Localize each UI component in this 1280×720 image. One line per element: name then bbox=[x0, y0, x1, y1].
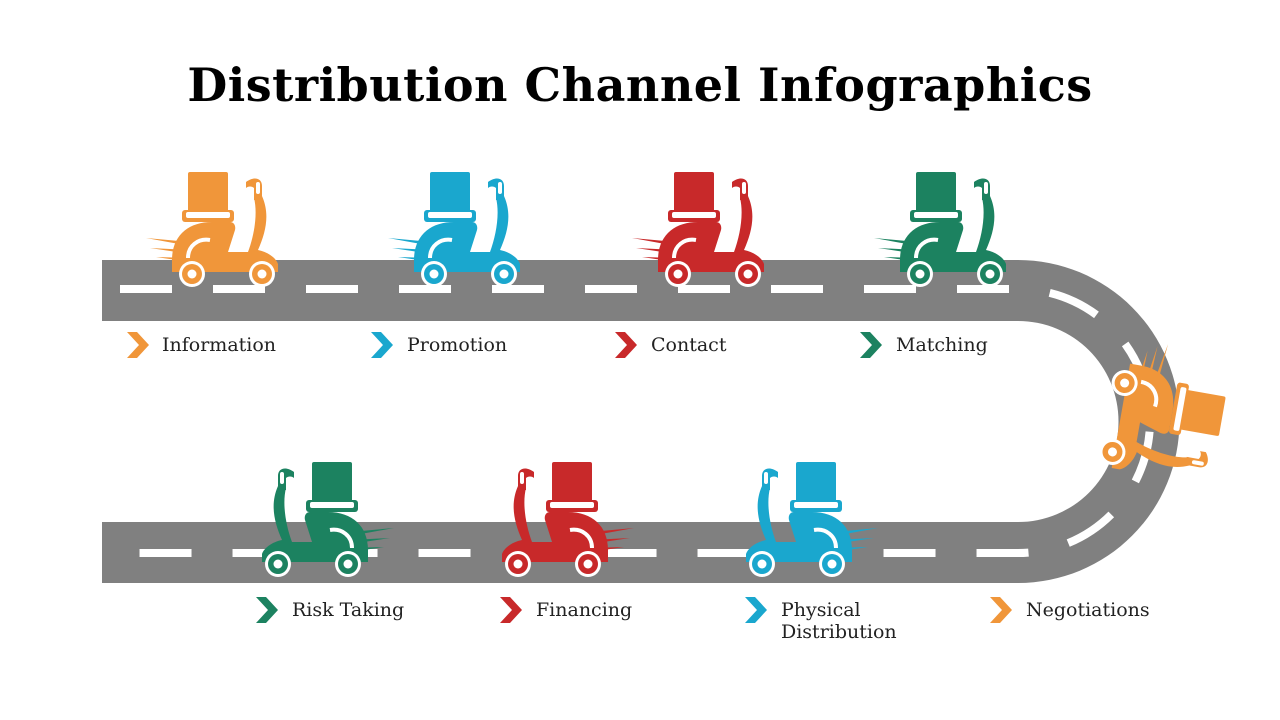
step-label-promotion: Promotion bbox=[407, 334, 508, 356]
page-title: Distribution Channel Infographics bbox=[187, 58, 1093, 112]
step-label-risk-taking: Risk Taking bbox=[292, 599, 405, 621]
step-label-line: Physical bbox=[781, 599, 861, 621]
chevron-right-icon bbox=[745, 597, 767, 623]
chevron-right-icon bbox=[990, 597, 1012, 623]
chevron-right-icon bbox=[256, 597, 278, 623]
step-label-financing: Financing bbox=[536, 599, 633, 621]
step-label-line: Distribution bbox=[781, 621, 897, 643]
chevron-right-icon bbox=[615, 332, 637, 358]
chevron-right-icon bbox=[500, 597, 522, 623]
road bbox=[102, 260, 1180, 583]
chevron-right-icon bbox=[127, 332, 149, 358]
step-label-contact: Contact bbox=[651, 334, 727, 356]
step-label-physical-distribution: Physical Distribution bbox=[781, 599, 897, 643]
step-label-negotiations: Negotiations bbox=[1026, 599, 1150, 621]
lane-markings bbox=[120, 285, 1154, 557]
chevron-right-icon bbox=[860, 332, 882, 358]
step-label-information: Information bbox=[162, 334, 277, 356]
step-label-matching: Matching bbox=[896, 334, 988, 356]
chevron-right-icon bbox=[371, 332, 393, 358]
